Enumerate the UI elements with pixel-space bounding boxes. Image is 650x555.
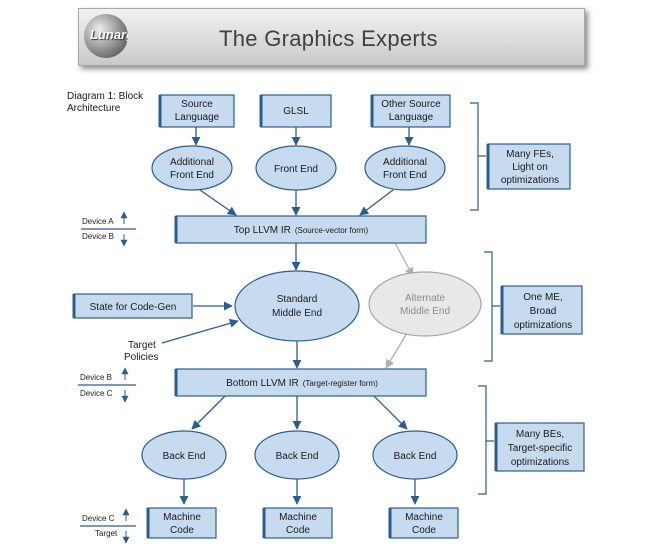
brace-middle-end: One ME, Broad optimizations: [484, 251, 583, 362]
node-top-llvm-ir: Top LLVM IR (Source-vector form): [174, 215, 427, 244]
machine-code-center-line1: Machine: [279, 512, 317, 523]
note-fe-line3: optimizations: [501, 175, 559, 186]
glsl-label: GLSL: [283, 106, 309, 117]
note-me-line3: optimizations: [514, 320, 572, 331]
machine-code-right-line2: Code: [412, 525, 436, 536]
diagram-caption-line2: Architecture: [67, 103, 121, 114]
device-c-label-bottom: Device C: [82, 514, 115, 523]
note-fe-line2: Light on: [512, 162, 548, 173]
bottom-llvm-ir-label: Bottom LLVM IR (Target-register form): [226, 378, 378, 389]
node-machine-code-center: Machine Code: [262, 507, 333, 539]
arrow-bottom-ir-to-be-right: [373, 395, 408, 430]
logo-text: Lunarg: [90, 27, 128, 42]
front-end-center-label: Front End: [274, 164, 318, 175]
arrow-fe-right-to-top-ir: [359, 189, 394, 216]
node-bottom-llvm-ir: Bottom LLVM IR (Target-register form): [174, 368, 427, 397]
front-end-left-line2: Front End: [170, 170, 214, 181]
front-end-right-line1: Additional: [383, 157, 427, 168]
front-end-left-line1: Additional: [170, 157, 214, 168]
node-other-source-language: Other Source Language: [370, 94, 451, 128]
node-source-language: Source Language: [158, 94, 235, 128]
arrow-policies-to-me: [161, 318, 239, 344]
node-glsl: GLSL: [259, 94, 332, 128]
node-back-end-right: Back End: [372, 430, 458, 480]
target-policies-line1: Target: [128, 340, 156, 351]
state-for-code-gen-label: State for Code-Gen: [90, 302, 177, 313]
connectors: [161, 127, 420, 505]
page-title: The Graphics Experts: [219, 26, 438, 51]
brace-back-ends: Many BEs, Target-specific optimizations: [478, 385, 585, 495]
arrow-alt-me-to-bottom-ir: [385, 332, 408, 369]
arrow-top-ir-to-alt-me: [394, 242, 414, 277]
brace-front-ends: Many FEs, Light on optimizations: [470, 102, 571, 211]
header-banner: Lunarg The Graphics Experts: [78, 8, 585, 66]
node-front-end-left: Additional Front End: [151, 145, 233, 191]
node-front-end-center: Front End: [255, 145, 337, 191]
lunarg-logo: Lunarg: [84, 14, 128, 58]
machine-code-left-line1: Machine: [163, 512, 201, 523]
machine-code-left-line2: Code: [170, 525, 194, 536]
node-standard-middle-end: Standard Middle End: [234, 270, 360, 342]
device-b-label-bottom: Device B: [80, 373, 112, 382]
back-end-left-label: Back End: [163, 451, 206, 462]
arrow-bottom-ir-to-be-left: [191, 395, 226, 430]
diagram-caption-line1: Diagram 1: Block: [67, 91, 144, 102]
front-end-right-line2: Front End: [383, 170, 427, 181]
alternate-me-line2: Middle End: [400, 306, 450, 317]
alternate-me-line1: Alternate: [405, 293, 445, 304]
node-front-end-right: Additional Front End: [364, 145, 446, 191]
machine-code-center-line2: Code: [286, 525, 310, 536]
back-end-right-label: Back End: [394, 451, 437, 462]
note-fe-line1: Many FEs,: [506, 149, 554, 160]
standard-me-line2: Middle End: [272, 308, 322, 319]
device-a-label: Device A: [82, 217, 114, 226]
bottom-llvm-ir-detail: (Target-register form): [303, 379, 378, 388]
other-source-line2: Language: [389, 112, 434, 123]
target-policies-line2: Policies: [124, 352, 158, 363]
top-llvm-ir-label: Top LLVM IR (Source-vector form): [234, 225, 369, 236]
back-end-center-label: Back End: [276, 451, 319, 462]
device-boundary-b-c: Device B Device C: [78, 367, 136, 403]
source-language-line1: Source: [181, 99, 213, 110]
note-be-line2: Target-specific: [508, 443, 572, 454]
other-source-line1: Other Source: [381, 99, 441, 110]
arrow-fe-left-to-top-ir: [199, 189, 237, 216]
note-me-line1: One ME,: [523, 292, 562, 303]
standard-me-line1: Standard: [277, 294, 318, 305]
node-back-end-center: Back End: [254, 430, 340, 480]
note-me-line2: Broad: [530, 306, 557, 317]
device-boundary-a-b: Device A Device B: [81, 211, 136, 247]
machine-code-right-line1: Machine: [405, 512, 443, 523]
note-be-line1: Many BEs,: [516, 429, 564, 440]
bottom-llvm-ir-main: Bottom LLVM IR: [226, 378, 299, 389]
node-alternate-middle-end: Alternate Middle End: [368, 271, 482, 337]
node-machine-code-right: Machine Code: [388, 507, 459, 539]
device-b-label-top: Device B: [82, 232, 114, 241]
target-label: Target: [95, 529, 118, 538]
note-be-line3: optimizations: [511, 457, 569, 468]
top-llvm-ir-detail: (Source-vector form): [295, 226, 369, 235]
source-language-line2: Language: [175, 112, 220, 123]
node-machine-code-left: Machine Code: [146, 507, 217, 539]
device-c-label-top: Device C: [80, 389, 113, 398]
top-llvm-ir-main: Top LLVM IR: [234, 225, 291, 236]
node-back-end-left: Back End: [141, 430, 227, 480]
device-boundary-c-target: Device C Target: [80, 508, 136, 544]
node-state-for-code-gen: State for Code-Gen: [72, 293, 193, 319]
